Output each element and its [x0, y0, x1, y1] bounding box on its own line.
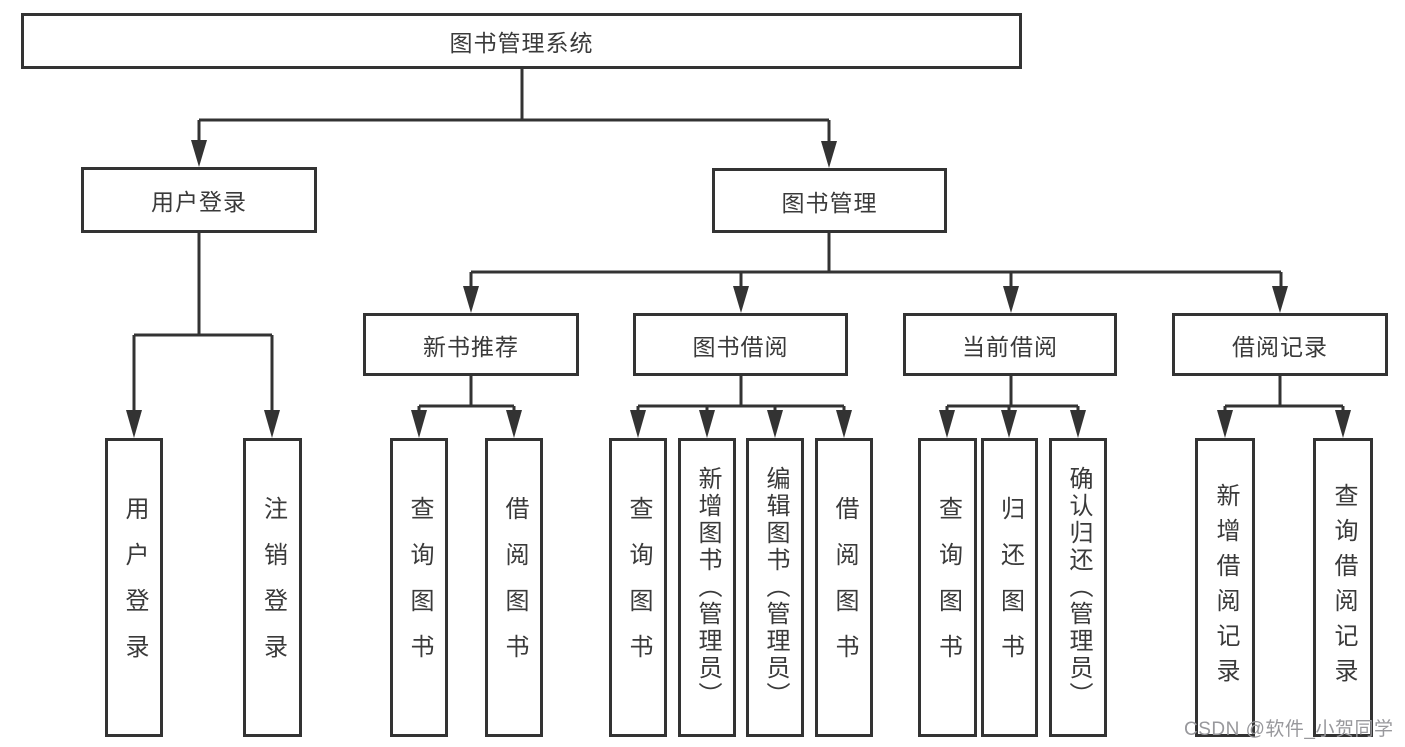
leaf-add-book-admin: 新增图书（管理员） [678, 438, 736, 737]
node-book-management: 图书管理 [712, 168, 947, 233]
node-new-book-recommend: 新书推荐 [363, 313, 579, 376]
node-borrowing-records: 借阅记录 [1172, 313, 1388, 376]
leaf-query-books-current: 查询图书 [918, 438, 977, 737]
leaf-borrow-books-recommend: 借阅图书 [485, 438, 543, 737]
node-user-login-label: 用户登录 [151, 189, 247, 215]
watermark: CSDN @软件_小贺同学 [1184, 719, 1394, 740]
node-book-borrowing-label: 图书借阅 [692, 333, 789, 360]
leaf-return-books: 归还图书 [981, 438, 1038, 737]
leaf-query-books-borrowing-label: 查询图书 [625, 495, 652, 680]
node-user-login: 用户登录 [81, 167, 317, 233]
leaf-add-borrow-record-label: 新增借阅记录 [1212, 482, 1239, 693]
leaf-add-book-admin-label: 新增图书（管理员） [694, 466, 721, 709]
leaf-edit-book-admin-label: 编辑图书（管理员） [762, 466, 789, 709]
node-root-label: 图书管理系统 [449, 30, 594, 56]
node-current-borrowing-label: 当前借阅 [962, 333, 1058, 360]
node-new-book-recommend-label: 新书推荐 [423, 333, 519, 360]
leaf-confirm-return-admin: 确认归还（管理员） [1049, 438, 1107, 737]
node-book-borrowing: 图书借阅 [633, 313, 848, 376]
node-root: 图书管理系统 [21, 13, 1022, 69]
leaf-edit-book-admin: 编辑图书（管理员） [746, 438, 804, 737]
leaf-confirm-return-admin-label: 确认归还（管理员） [1065, 466, 1092, 709]
leaf-query-books-recommend: 查询图书 [390, 438, 448, 737]
leaf-query-books-current-label: 查询图书 [934, 495, 962, 680]
leaf-logout-label: 注销登录 [259, 495, 287, 680]
node-current-borrowing: 当前借阅 [903, 313, 1117, 376]
leaf-logout: 注销登录 [243, 438, 302, 737]
leaf-borrow-books-borrowing: 借阅图书 [815, 438, 873, 737]
leaf-query-borrow-record: 查询借阅记录 [1313, 438, 1373, 737]
leaf-query-books-recommend-label: 查询图书 [406, 495, 433, 680]
node-borrowing-records-label: 借阅记录 [1232, 333, 1328, 360]
leaf-user-login: 用户登录 [105, 438, 163, 737]
leaf-user-login-label: 用户登录 [121, 495, 148, 680]
leaf-borrow-books-borrowing-label: 借阅图书 [831, 495, 858, 680]
leaf-query-borrow-record-label: 查询借阅记录 [1330, 482, 1357, 693]
leaf-add-borrow-record: 新增借阅记录 [1195, 438, 1255, 737]
leaf-borrow-books-recommend-label: 借阅图书 [501, 495, 528, 680]
leaf-return-books-label: 归还图书 [996, 495, 1024, 680]
leaf-query-books-borrowing: 查询图书 [609, 438, 667, 737]
node-book-management-label: 图书管理 [781, 189, 878, 216]
